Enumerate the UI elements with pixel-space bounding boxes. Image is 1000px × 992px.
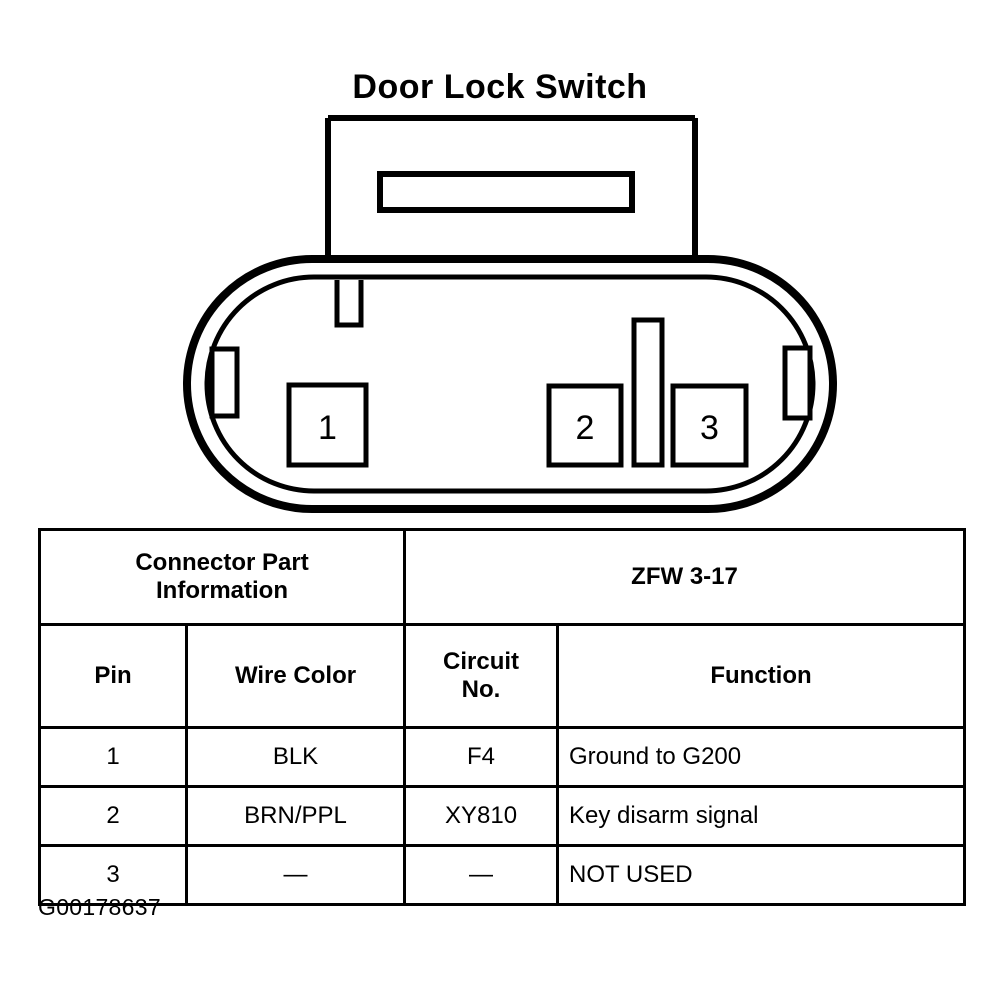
cell-pin: 2 (38, 785, 188, 847)
cell-circuit-no: XY810 (403, 785, 560, 847)
connector-part-number: ZFW 3-17 (403, 528, 967, 626)
pin-cavity-1-label: 1 (318, 409, 337, 447)
connector-table-wrap: Connector Part Information ZFW 3-17 Pin … (37, 528, 967, 906)
cell-wire-color: BRN/PPL (184, 785, 407, 847)
cell-circuit-no: F4 (403, 726, 560, 788)
connector-pin-table: Connector Part Information ZFW 3-17 Pin … (37, 528, 967, 906)
cell-circuit-no: — (403, 844, 560, 906)
cell-pin: 3 (38, 844, 188, 906)
left-keyway-slot (209, 346, 240, 419)
part-info-line-2: Information (156, 577, 288, 604)
pin-cavity-1: 1 (286, 382, 369, 468)
right-keyway-slot (782, 345, 813, 421)
pin-cavity-3-label: 3 (700, 409, 719, 447)
cell-wire-color: BLK (184, 726, 407, 788)
pin-cavity-2-label: 2 (576, 409, 595, 447)
pin-cavity-3-box (670, 383, 749, 468)
page-title: Door Lock Switch (352, 68, 648, 106)
column-header-circuit-no: Circuit No. (403, 623, 560, 729)
circuit-no-line-1: Circuit (443, 648, 520, 676)
pin-cavity-2-box (546, 383, 624, 468)
column-header-pin: Pin (38, 623, 188, 729)
cell-wire-color: — (184, 844, 407, 906)
cell-function: Key disarm signal (556, 785, 967, 847)
table-row: 3 — — NOT USED (38, 844, 967, 906)
part-info-line-1: Connector Part (135, 548, 309, 576)
circuit-no-line-2: No. (461, 676, 501, 703)
table-row-column-headers: Pin Wire Color Circuit No. Function (38, 623, 967, 729)
connector-part-information-header: Connector Part Information (37, 528, 407, 626)
cell-function: Ground to G200 (556, 726, 967, 788)
cell-pin: 1 (38, 726, 188, 788)
column-header-function: Function (556, 623, 967, 729)
cell-function: NOT USED (556, 844, 967, 906)
switch-body (325, 115, 698, 266)
locking-tab (334, 280, 364, 328)
table-row-part-info: Connector Part Information ZFW 3-17 (37, 528, 967, 626)
center-divider-rib (631, 317, 665, 468)
column-header-wire-color: Wire Color (184, 623, 407, 729)
figure-id-label: G00178637 (38, 894, 161, 920)
switch-slot (377, 171, 635, 213)
pin-cavity-1-box (286, 382, 369, 468)
connector-diagram: 1 2 3 (183, 115, 837, 513)
pin-cavity-3: 3 (670, 383, 749, 468)
table-row: 2 BRN/PPL XY810 Key disarm signal (38, 785, 967, 847)
table-row: 1 BLK F4 Ground to G200 (38, 726, 967, 788)
pin-cavity-2: 2 (546, 383, 624, 468)
